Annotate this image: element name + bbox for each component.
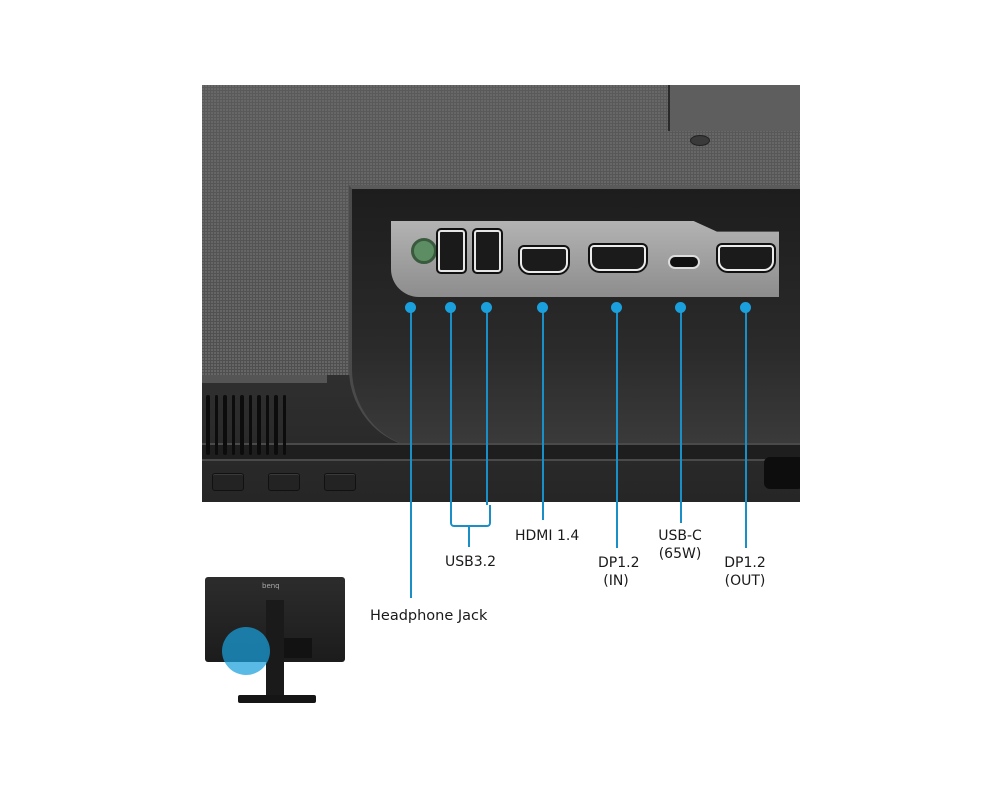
lower-strip xyxy=(202,443,800,461)
control-button-2 xyxy=(268,473,300,491)
usb-port-1-icon xyxy=(438,230,465,272)
dp-out-port-icon xyxy=(718,245,774,271)
label-dp-out: DP1.2 (OUT) xyxy=(724,555,766,589)
dp-in-port-icon xyxy=(590,245,646,271)
screw-icon xyxy=(690,135,710,146)
callout-dot-dp-in xyxy=(611,302,622,313)
callout-line-dp-out xyxy=(745,308,747,548)
thumbnail-stand-neck xyxy=(266,600,284,698)
stand-mount-plate xyxy=(668,85,800,131)
thumbnail-vesa-plate xyxy=(284,638,312,658)
callout-dot-usb1 xyxy=(445,302,456,313)
io-location-highlight xyxy=(222,627,270,675)
callout-line-headphone xyxy=(410,308,412,598)
control-button-3 xyxy=(324,473,356,491)
callout-dot-usbc xyxy=(675,302,686,313)
brand-logo: benq xyxy=(262,582,280,590)
housing-bevel xyxy=(202,375,327,383)
callout-line-usb2 xyxy=(486,308,488,505)
usb-bracket xyxy=(450,505,491,527)
callout-line-hdmi xyxy=(542,308,544,520)
label-headphone-jack: Headphone Jack xyxy=(370,608,488,624)
callout-line-usbc xyxy=(680,308,682,523)
callout-dot-headphone xyxy=(405,302,416,313)
thumbnail-stand-base xyxy=(238,695,316,703)
callout-line-usb-stem xyxy=(468,525,470,547)
vent-grille xyxy=(206,395,286,457)
label-dp-in: DP1.2 (IN) xyxy=(598,555,640,589)
label-usbc: USB-C (65W) xyxy=(658,528,702,562)
label-usb: USB3.2 xyxy=(445,554,497,570)
control-button-1 xyxy=(212,473,244,491)
callout-dot-hdmi xyxy=(537,302,548,313)
headphone-jack-icon xyxy=(411,238,437,264)
monitor-io-photo xyxy=(202,85,800,502)
callout-line-dp-in xyxy=(616,308,618,548)
joystick-knob xyxy=(764,457,800,489)
callout-dot-dp-out xyxy=(740,302,751,313)
label-hdmi: HDMI 1.4 xyxy=(515,528,580,544)
callout-dot-usb2 xyxy=(481,302,492,313)
hdmi-port-icon xyxy=(520,247,568,273)
usb-port-2-icon xyxy=(474,230,501,272)
callout-line-usb1 xyxy=(450,308,452,505)
usbc-port-icon xyxy=(668,255,700,269)
